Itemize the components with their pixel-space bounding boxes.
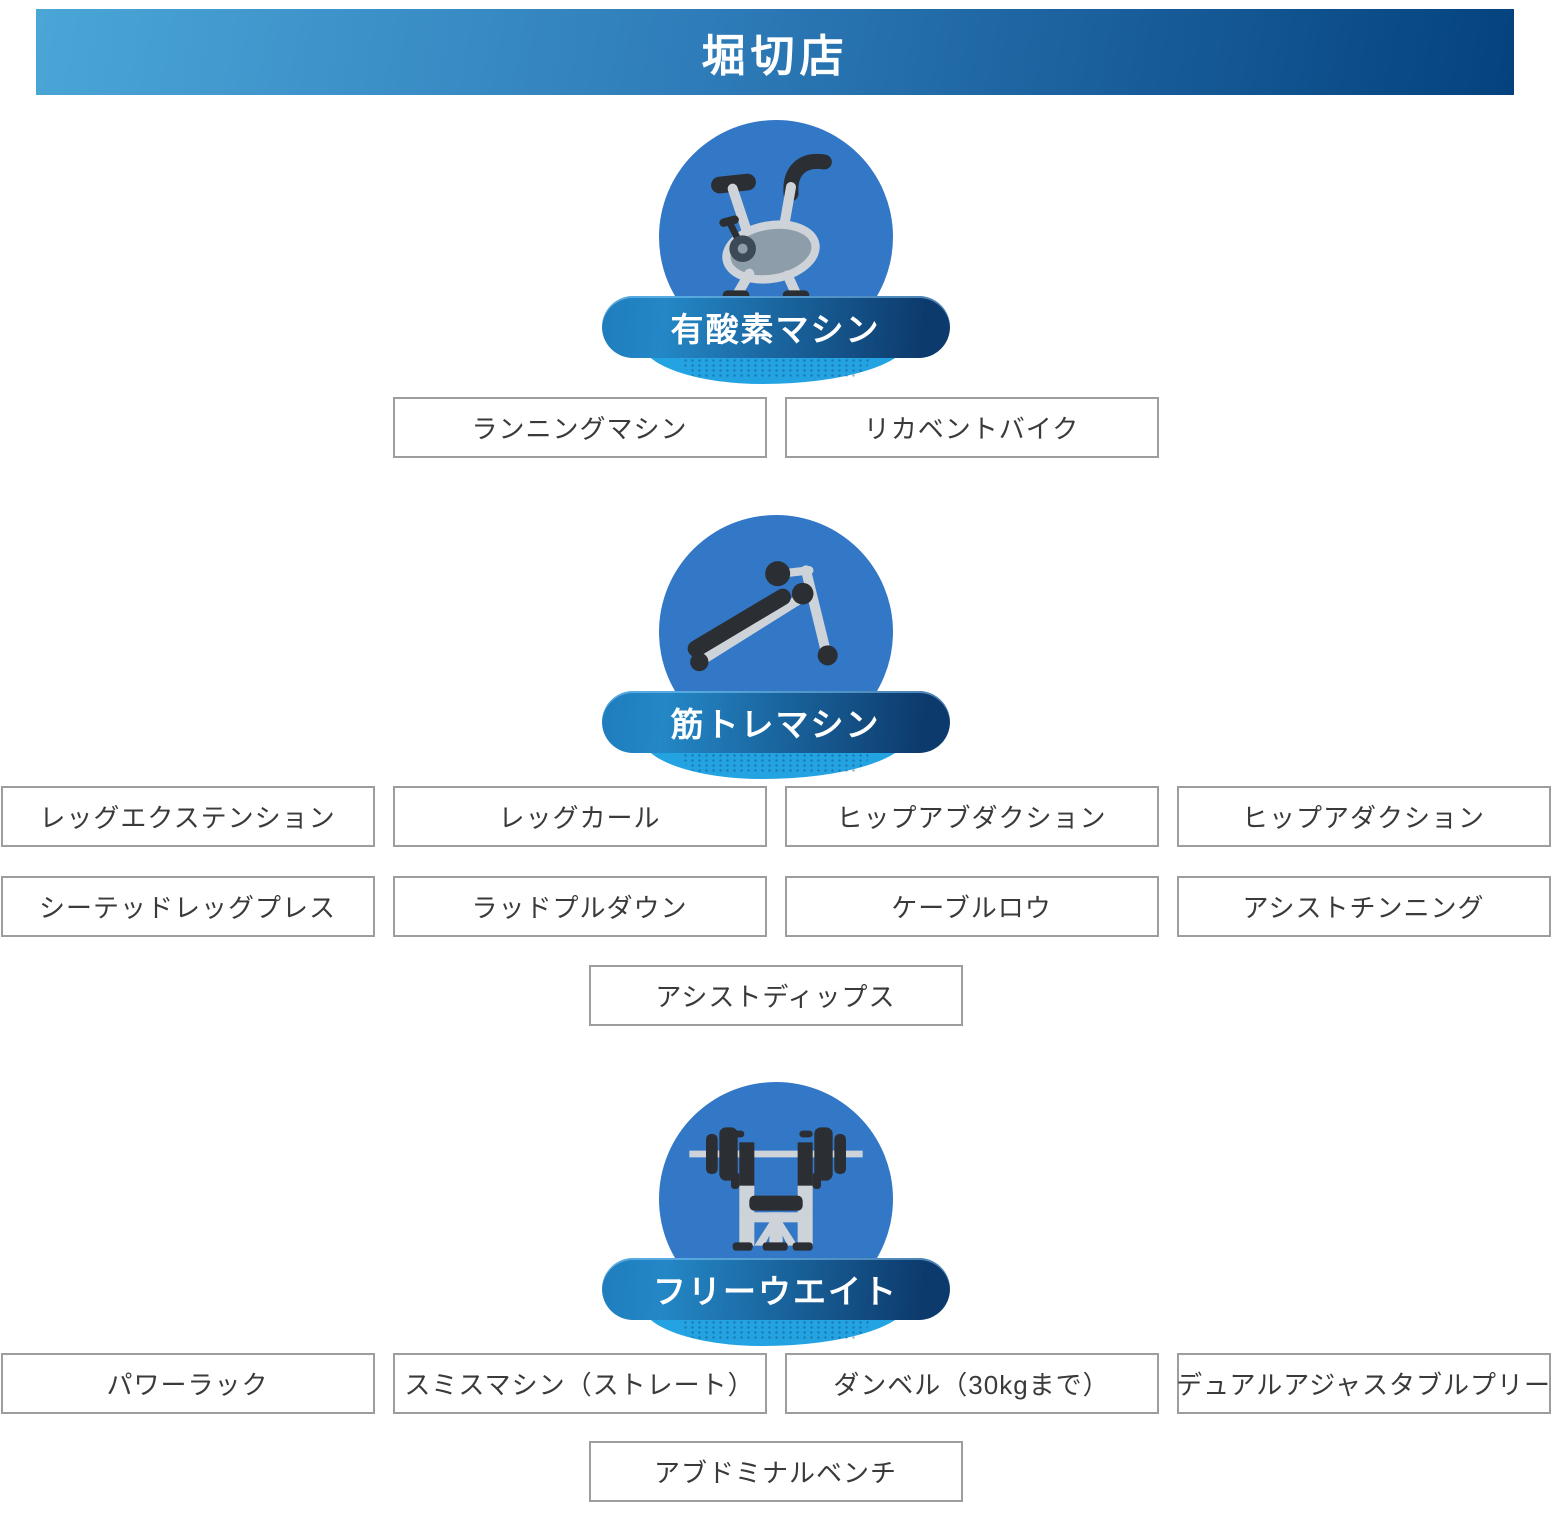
equipment-item: シーテッドレッグプレス [0,876,375,937]
equipment-item: ランニングマシン [392,397,767,458]
store-header-banner: 堀切店 [36,9,1514,95]
category-badge-strength: 筋トレマシン [566,515,986,779]
situp-bench-icon [687,561,838,672]
equipment-item: リカベントバイク [784,397,1159,458]
equipment-item: レッグカール [392,786,767,847]
equipment-item: ヒップアダクション [1176,786,1551,847]
category-label: 有酸素マシン [670,311,881,348]
exercise-bike-icon [710,153,832,301]
equipment-item: アブドミナルベンチ [588,1441,963,1502]
category-label: フリーウエイト [653,1273,898,1310]
equipment-row: シーテッドレッグプレス ラッドプルダウン ケーブルロウ アシストチンニング [0,876,1551,937]
bench-press-icon [688,1127,863,1251]
section-strength-machine: 筋トレマシン レッグエクステンション レッグカール ヒップアブダクション ヒップ… [0,515,1551,1026]
store-title: 堀切店 [701,32,849,81]
equipment-item: スミスマシン（ストレート） [392,1353,767,1414]
category-label-pill: 筋トレマシン [601,691,950,753]
equipment-item: ヒップアブダクション [784,786,1159,847]
equipment-item: アシストチンニング [1176,876,1551,937]
section-free-weight: フリーウエイト パワーラック スミスマシン（ストレート） ダンベル（30kgまで… [0,1082,1551,1502]
equipment-item: ケーブルロウ [784,876,1159,937]
equipment-row: ランニングマシン リカベントバイク [0,397,1551,458]
equipment-row: レッグエクステンション レッグカール ヒップアブダクション ヒップアダクション [0,786,1551,847]
category-label-pill: 有酸素マシン [601,296,950,358]
equipment-item: アシストディップス [588,965,963,1026]
category-label-pill: フリーウエイト [601,1258,950,1320]
equipment-row: アブドミナルベンチ [0,1441,1551,1502]
equipment-item: パワーラック [0,1353,375,1414]
equipment-row: アシストディップス [0,965,1551,1026]
equipment-item: ダンベル（30kgまで） [784,1353,1159,1414]
equipment-row: パワーラック スミスマシン（ストレート） ダンベル（30kgまで） デュアルアジ… [0,1353,1551,1414]
equipment-item: ラッドプルダウン [392,876,767,937]
section-cardio: 有酸素マシン ランニングマシン リカベントバイク [0,120,1551,458]
category-badge-cardio: 有酸素マシン [566,120,986,384]
category-label: 筋トレマシン [670,706,881,743]
equipment-item: レッグエクステンション [0,786,375,847]
category-badge-freeweight: フリーウエイト [566,1082,986,1346]
equipment-item: デュアルアジャスタブルプリー [1176,1353,1551,1414]
